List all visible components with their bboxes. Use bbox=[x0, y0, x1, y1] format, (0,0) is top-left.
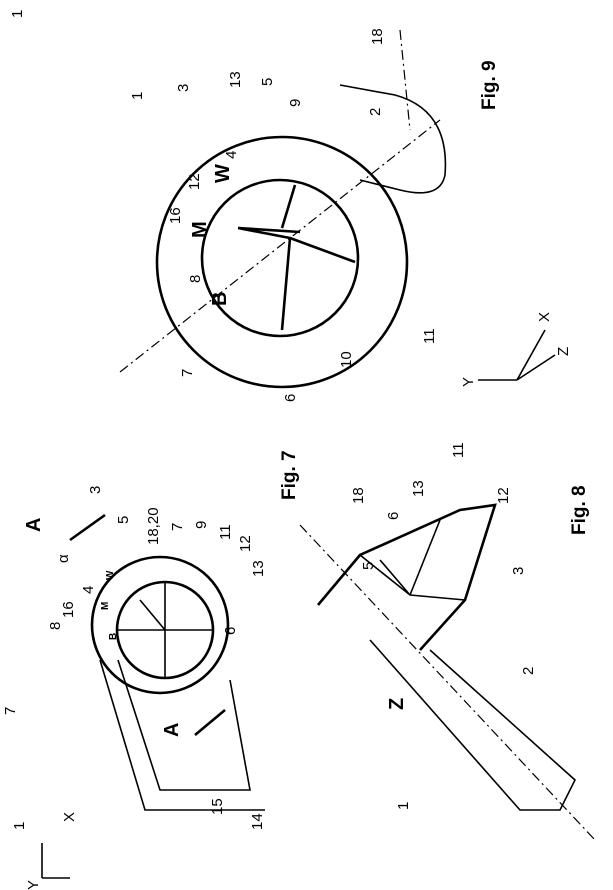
fig7-axes bbox=[41, 843, 70, 879]
fig9-reference-numerals: 1 1 3 13 5 9 18 2 4 12 16 8 7 6 10 11 X … bbox=[9, 10, 572, 402]
label: 7 bbox=[2, 707, 19, 715]
label: Y bbox=[25, 880, 42, 890]
label: 6 bbox=[222, 627, 239, 635]
fig7-logo-w: W bbox=[105, 570, 116, 580]
label: 18 bbox=[369, 28, 386, 45]
fig9-leader-18 bbox=[399, 29, 411, 131]
fig7-outline bbox=[99, 659, 265, 811]
label: Z bbox=[555, 347, 572, 356]
fig9-axes bbox=[478, 329, 556, 381]
label: 1 bbox=[11, 822, 28, 830]
label: 16 bbox=[167, 207, 184, 224]
label: 6 bbox=[385, 512, 402, 520]
label: 8 bbox=[187, 275, 204, 283]
fig9-arrow-shape bbox=[237, 184, 356, 331]
fig7: W M B Fig. 7 3 A α 5 18,20 7 9 11 12 13 … bbox=[2, 450, 300, 890]
fig9-axis bbox=[119, 119, 441, 373]
fig7-reference-numerals: 3 A α 5 18,20 7 9 11 12 13 4 16 8 7 6 A … bbox=[2, 486, 267, 890]
label: 4 bbox=[80, 586, 97, 594]
label: 4 bbox=[223, 151, 240, 159]
label: 1 bbox=[9, 10, 26, 18]
fig9-logo-w: W bbox=[212, 164, 234, 183]
fig7-cross bbox=[118, 582, 212, 678]
fig8-axis bbox=[299, 524, 596, 841]
label: 10 bbox=[338, 351, 355, 368]
label: 13 bbox=[410, 480, 427, 497]
label: 18,20 bbox=[145, 507, 162, 545]
label: 9 bbox=[287, 99, 304, 107]
label: A bbox=[23, 518, 45, 532]
fig9-caption: Fig. 9 bbox=[479, 60, 500, 110]
label: 14 bbox=[249, 813, 266, 830]
fig7-section-mark-top bbox=[69, 513, 106, 542]
label: 11 bbox=[421, 328, 438, 344]
fig7-section-mark-bottom bbox=[194, 709, 226, 736]
fig8-head bbox=[317, 503, 497, 651]
fig7-outer-ring bbox=[90, 555, 230, 695]
label: 1 bbox=[395, 802, 412, 810]
label: Z bbox=[386, 698, 408, 710]
fig9-shaft bbox=[339, 84, 447, 194]
fig8-reference-numerals: 18 6 13 11 12 5 3 2 Z 1 bbox=[350, 442, 537, 810]
label: X bbox=[536, 312, 553, 322]
label: Y bbox=[460, 377, 477, 387]
label: 5 bbox=[115, 516, 132, 524]
fig8-head-inner bbox=[359, 519, 466, 601]
fig9: W M B Fig. 9 1 1 3 13 5 9 18 2 4 12 16 8… bbox=[9, 10, 572, 402]
label: 13 bbox=[227, 71, 244, 88]
fig7-logo-m: M bbox=[100, 602, 111, 610]
label: 9 bbox=[193, 521, 210, 529]
label: 2 bbox=[367, 108, 384, 116]
label: 7 bbox=[179, 369, 196, 377]
label: 8 bbox=[47, 622, 64, 630]
fig9-outer-ring bbox=[155, 135, 409, 389]
label: 15 bbox=[209, 798, 226, 815]
label: 12 bbox=[495, 487, 512, 504]
fig9-inner-disc bbox=[200, 178, 360, 338]
label: α bbox=[55, 554, 72, 563]
fig7-caption: Fig. 7 bbox=[279, 450, 300, 500]
fig8-caption: Fig. 8 bbox=[569, 485, 590, 535]
label: 3 bbox=[510, 567, 527, 575]
fig9-logo-b: B bbox=[209, 292, 231, 306]
label: A bbox=[161, 723, 183, 737]
label: 6 bbox=[282, 394, 299, 402]
label: 11 bbox=[450, 442, 467, 458]
label: 12 bbox=[186, 173, 203, 190]
fig9-logo-m: M bbox=[189, 221, 211, 238]
fig8-shaft bbox=[369, 639, 576, 811]
label: 13 bbox=[250, 560, 267, 577]
label: 2 bbox=[520, 667, 537, 675]
label: 3 bbox=[87, 486, 104, 494]
label: 12 bbox=[237, 535, 254, 552]
label: 18 bbox=[350, 487, 367, 504]
fig7-logo-b: B bbox=[108, 633, 119, 640]
label: 16 bbox=[60, 601, 77, 618]
label: 3 bbox=[175, 84, 192, 92]
label: 11 bbox=[217, 524, 234, 540]
label: X bbox=[61, 812, 78, 822]
label: 5 bbox=[259, 78, 276, 86]
fig8: Fig. 8 18 6 13 11 12 5 3 2 Z 1 bbox=[299, 442, 596, 841]
label: 1 bbox=[129, 92, 146, 100]
label: 5 bbox=[360, 562, 377, 570]
label: 7 bbox=[169, 523, 186, 531]
